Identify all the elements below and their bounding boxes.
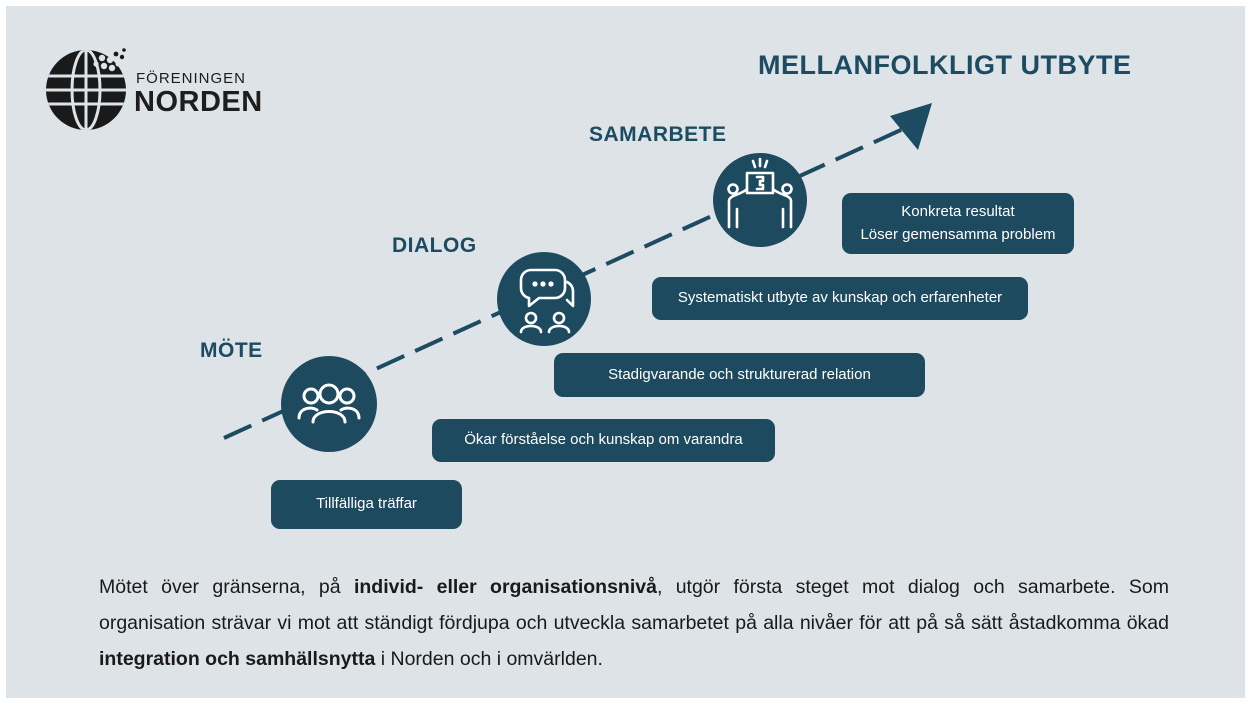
box-konkreta-resultat: Konkreta resultat Löser gemensamma probl… [842, 193, 1074, 254]
body-bold-text: integration och samhällsnytta [99, 648, 376, 670]
box-text: Systematiskt utbyte av kunskap och erfar… [677, 289, 1003, 307]
box-tillfalliga-traffar: Tillfälliga träffar [271, 480, 462, 529]
stage-title-samarbete: SAMARBETE [589, 123, 727, 146]
slide: FÖRENINGEN NORDEN MÖTE DIALOG SAMARBETE … [6, 6, 1245, 698]
box-text: Ökar förståelse och kunskap om varandra [464, 431, 743, 449]
body-text: Mötet över gränserna, på [99, 576, 354, 598]
stage-title-mote: MÖTE [200, 339, 263, 362]
collaboration-icon [727, 157, 793, 229]
goal-title: MELLANFOLKLIGT UTBYTE [758, 50, 1132, 80]
box-okar-forstaelse: Ökar förståelse och kunskap om varandra [432, 419, 775, 462]
box-text-line1: Konkreta resultat [901, 203, 1015, 220]
box-systematiskt-utbyte: Systematiskt utbyte av kunskap och erfar… [652, 277, 1028, 320]
box-stadigvarande-relation: Stadigvarande och strukturerad relation [554, 353, 925, 397]
box-text-line2: Löser gemensamma problem [860, 225, 1056, 243]
box-text: Tillfälliga träffar [316, 495, 417, 513]
body-text: i Norden och i omvärlden. [375, 648, 603, 670]
body-bold-text: individ- eller organisationsnivå [353, 576, 657, 598]
box-text: Stadigvarande och strukturerad relation [608, 365, 871, 383]
group-of-people-icon [297, 383, 361, 424]
body-text: , utgör första steget mot dialog och sam… [99, 576, 1169, 634]
dialog-circle [497, 252, 591, 346]
globe-logo-icon [46, 48, 126, 130]
mote-circle [281, 356, 377, 452]
logo-text-big: NORDEN [134, 86, 263, 118]
stage-title-dialog: DIALOG [392, 234, 477, 257]
arrow-head-icon [890, 103, 932, 150]
logo-text-small: FÖRENINGEN [136, 70, 247, 87]
description-paragraph: Mötet över gränserna, på individ- eller … [99, 569, 1169, 677]
conversation-icon [519, 268, 575, 334]
samarbete-circle [713, 153, 807, 247]
foreningen-norden-logo: FÖRENINGEN NORDEN [44, 46, 262, 136]
